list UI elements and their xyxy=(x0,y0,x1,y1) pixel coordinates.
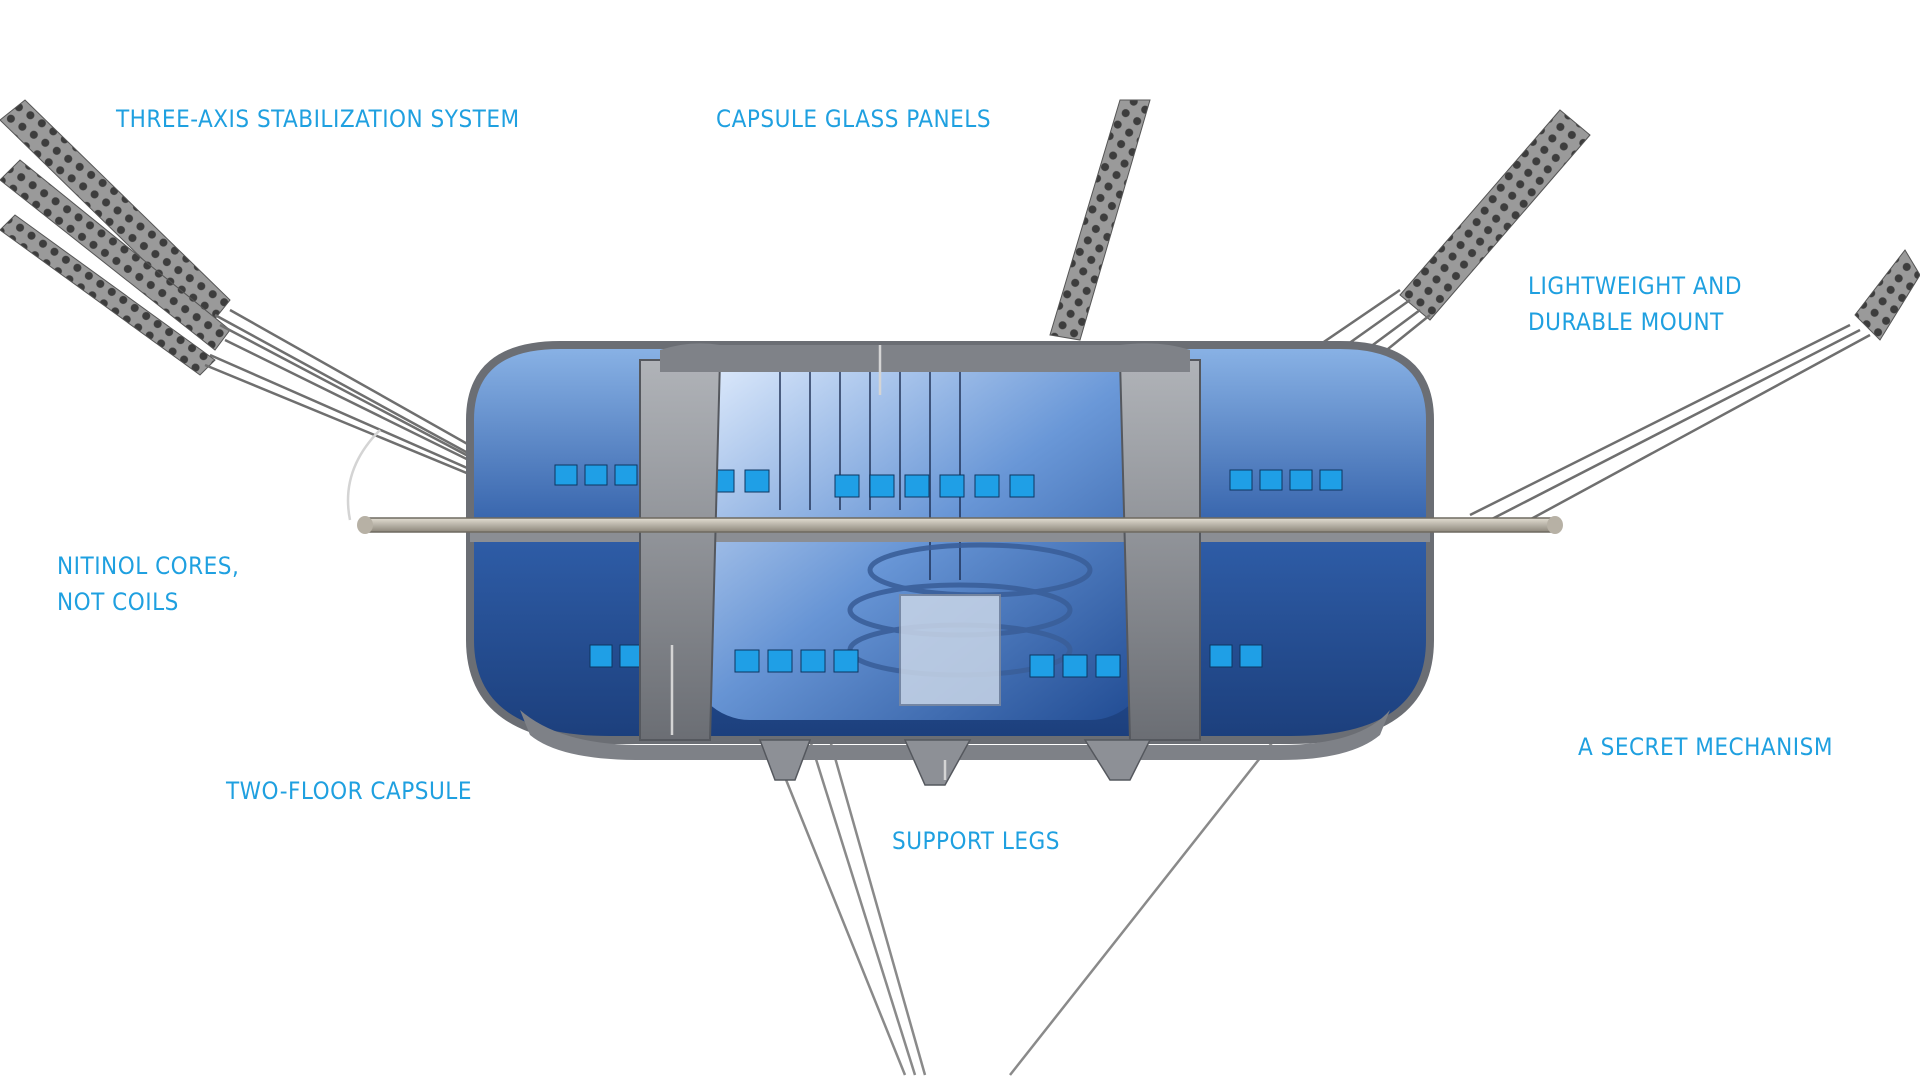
label-support-legs: SUPPORT LEGS xyxy=(892,823,1060,859)
label-support-legs-text: SUPPORT LEGS xyxy=(892,827,1060,855)
label-nitinol-line1: NITINOL CORES, xyxy=(57,552,240,580)
label-nitinol-line2: NOT COILS xyxy=(57,588,179,616)
upper-left-cables xyxy=(0,99,621,532)
label-mount-line2: DURABLE MOUNT xyxy=(1528,308,1724,336)
label-two-floor-text: TWO-FLOOR CAPSULE xyxy=(226,777,472,805)
label-secret: A SECRET MECHANISM xyxy=(1578,729,1833,765)
label-stabilization-text: THREE-AXIS STABILIZATION SYSTEM xyxy=(116,105,520,133)
leader-lines xyxy=(346,345,947,780)
capsule-body xyxy=(357,341,1563,786)
label-nitinol: NITINOL CORES, NOT COILS xyxy=(57,548,239,620)
label-glass-panels: CAPSULE GLASS PANELS xyxy=(716,101,991,137)
label-two-floor: TWO-FLOOR CAPSULE xyxy=(226,773,472,809)
lower-cables xyxy=(768,719,1291,1076)
upper-center-cable xyxy=(1049,99,1151,341)
label-stabilization: THREE-AXIS STABILIZATION SYSTEM xyxy=(116,101,520,137)
label-mount-line1: LIGHTWEIGHT AND xyxy=(1528,272,1742,300)
label-mount: LIGHTWEIGHT AND DURABLE MOUNT xyxy=(1528,268,1742,340)
label-glass-panels-text: CAPSULE GLASS PANELS xyxy=(716,105,992,133)
label-secret-text: A SECRET MECHANISM xyxy=(1578,733,1833,761)
